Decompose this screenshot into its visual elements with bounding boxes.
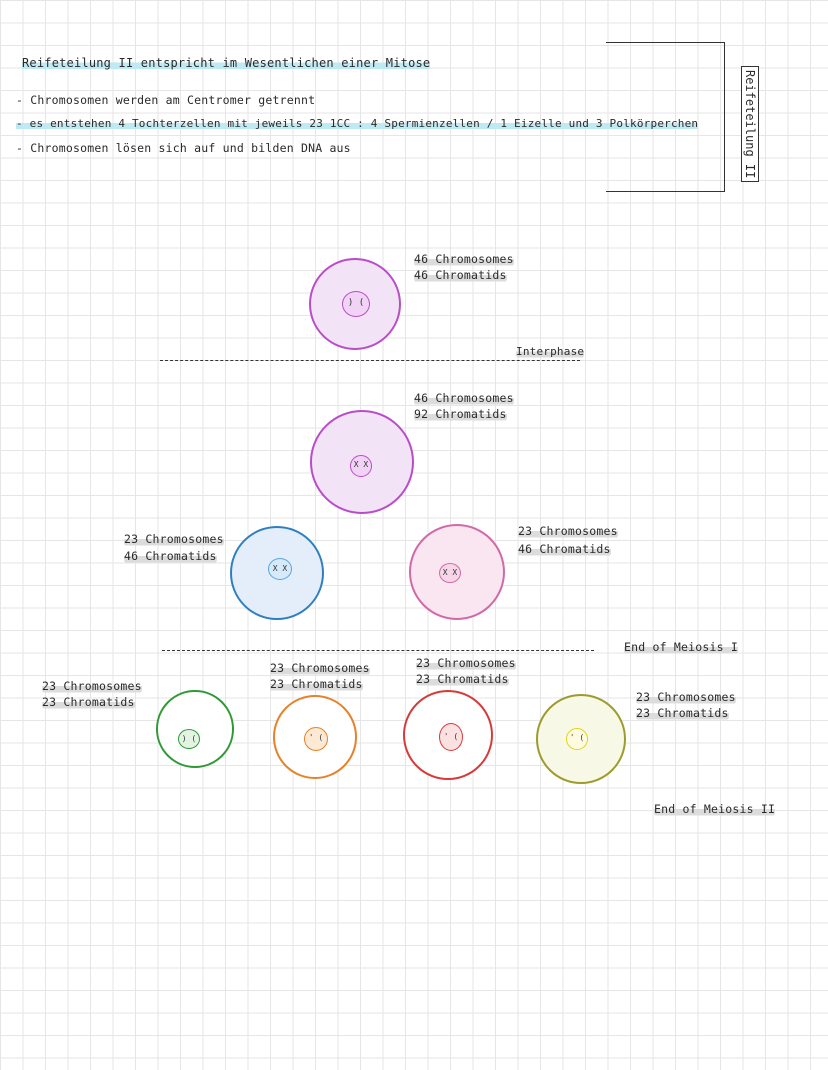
daughter-cell-1 (156, 690, 234, 768)
second-chromatids: 92 Chromatids (414, 407, 507, 421)
meiosis1-divider (162, 650, 594, 651)
b3-chromatids: 23 Chromatids (416, 672, 509, 686)
title: Reifeteilung II entspricht im Wesentlich… (22, 56, 431, 70)
daughter-cell-2 (273, 695, 357, 779)
daughter-nucleus-3 (439, 723, 463, 751)
bullet-2: - es entstehen 4 Tochterzellen mit jewei… (16, 117, 699, 130)
chromosome-glyph: X X (272, 564, 288, 573)
side-label: Reifeteilung II (741, 66, 759, 183)
b1-chromatids: 23 Chromatids (42, 695, 135, 709)
interphase-nucleus (342, 291, 370, 317)
b1-chromosomes: 23 Chromosomes (42, 679, 142, 693)
left-mid-chromatids: 46 Chromatids (124, 549, 217, 563)
b3-chromosomes: 23 Chromosomes (416, 656, 516, 670)
side-box (606, 42, 725, 192)
b2-chromosomes: 23 Chromosomes (270, 661, 370, 675)
daughter-nucleus-1 (178, 729, 200, 749)
b2-chromatids: 23 Chromatids (270, 677, 363, 691)
end-meiosis-1-label: End of Meiosis I (624, 640, 738, 654)
right-mid-chromatids: 46 Chromatids (518, 542, 611, 556)
chromosome-glyph: ) ( (181, 734, 197, 743)
chromosome-glyph: X X (442, 568, 458, 577)
chromosome-glyph: ' ( (308, 733, 324, 742)
right-mid-chromosomes: 23 Chromosomes (518, 524, 618, 538)
chromosome-glyph: ' ( (443, 732, 459, 741)
b4-chromatids: 23 Chromatids (636, 706, 729, 720)
bullet-3: - Chromosomen lösen sich auf und bilden … (16, 141, 351, 155)
chromosome-glyph: ' ( (569, 733, 585, 742)
b4-chromosomes: 23 Chromosomes (636, 690, 736, 704)
left-mid-chromosomes: 23 Chromosomes (124, 532, 224, 546)
chromosome-glyph: X X (353, 460, 369, 469)
interphase-divider (160, 360, 580, 361)
interphase-cell (309, 258, 401, 350)
bullet-1: - Chromosomen werden am Centromer getren… (16, 93, 316, 107)
top-chromosomes: 46 Chromosomes (414, 252, 514, 266)
interphase-label: Interphase (516, 345, 585, 358)
top-chromatids: 46 Chromatids (414, 268, 507, 282)
chromosome-glyph: ) ( (347, 298, 365, 308)
second-chromosomes: 46 Chromosomes (414, 391, 514, 405)
replicated-nucleus (350, 455, 372, 477)
daughter-nucleus-2 (304, 727, 328, 751)
meiosis1-right-nucleus (439, 563, 461, 583)
end-meiosis-2-label: End of Meiosis II (654, 802, 776, 816)
daughter-nucleus-4 (566, 728, 588, 750)
meiosis1-left-nucleus (268, 558, 292, 580)
